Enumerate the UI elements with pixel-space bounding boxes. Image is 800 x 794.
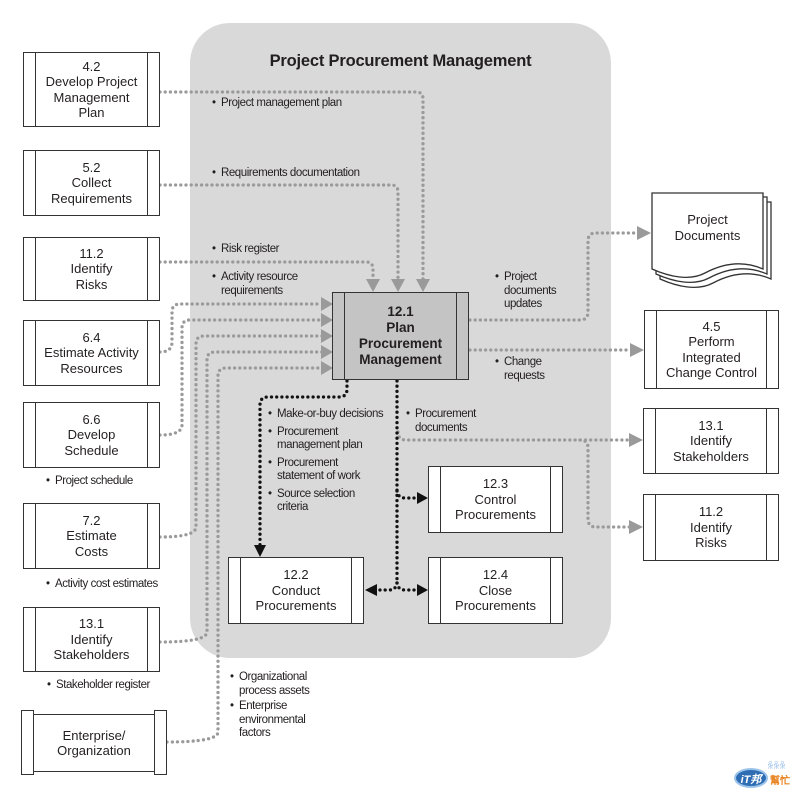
flow-enterprise-factors bbox=[165, 366, 324, 744]
process-estimate-activity-resources: 6.4 Estimate Activity Resources bbox=[23, 320, 160, 386]
process-label: 7.2 Estimate Costs bbox=[66, 512, 117, 559]
process-label: 6.6 Develop Schedule bbox=[64, 411, 119, 458]
flow-activity-cost-estimates bbox=[158, 334, 324, 539]
process-label: 5.2 Collect Requirements bbox=[51, 159, 132, 206]
process-label: 12.4 Close Procurements bbox=[455, 567, 536, 614]
process-label: 4.5 Perform Integrated Change Control bbox=[665, 318, 758, 381]
watermark-text: 幫忙 bbox=[770, 776, 790, 787]
label-requirements-documentation: Requirements documentation bbox=[212, 167, 360, 181]
process-develop-schedule: 6.6 Develop Schedule bbox=[23, 402, 160, 468]
label-source-selection-criteria: Source selection criteria bbox=[268, 488, 383, 515]
flow-to-control-procurements bbox=[395, 489, 419, 500]
process-conduct-procurements: 12.2 Conduct Procurements bbox=[228, 557, 364, 624]
flow-project-management-plan bbox=[158, 90, 425, 281]
arrow-change-requests bbox=[630, 343, 644, 357]
arrow-to-close-procurements bbox=[417, 584, 428, 596]
label-enterprise-environmental-factors: Enterprise environmental factors bbox=[230, 700, 309, 741]
label-project-schedule: Project schedule bbox=[46, 475, 133, 489]
label-organizational-process-assets: Organizational process assets bbox=[230, 671, 310, 698]
enterprise-label: Enterprise/ Organization bbox=[33, 714, 155, 772]
process-identify-stakeholders-input: 13.1 Identify Stakeholders bbox=[23, 607, 160, 672]
label-stakeholder-register: Stakeholder register bbox=[47, 679, 150, 693]
flow-project-documents-updates bbox=[468, 231, 640, 322]
flow-procurement-documents-risks bbox=[578, 438, 632, 529]
enterprise-right-cap bbox=[154, 710, 167, 775]
process-label: 11.2 Identify Risks bbox=[70, 245, 113, 292]
process-label: 4.2 Develop Project Management Plan bbox=[45, 58, 138, 121]
arrow-activity-resource-requirements bbox=[321, 297, 333, 311]
flow-to-close-procurements bbox=[395, 581, 419, 592]
outputs-to-conduct-list: Make-or-buy decisions Procurement manage… bbox=[268, 408, 384, 519]
process-label: 11.2 Identify Risks bbox=[690, 504, 732, 551]
arrow-project-management-plan bbox=[416, 279, 430, 292]
process-label: 12.3 Control Procurements bbox=[455, 476, 536, 523]
process-estimate-costs: 7.2 Estimate Costs bbox=[23, 503, 160, 569]
flow-stakeholder-register bbox=[158, 350, 324, 644]
arrow-project-documents-updates bbox=[637, 226, 651, 240]
process-label: 13.1 Identify Stakeholders bbox=[673, 417, 749, 464]
central-process-label: 12.1 Plan Procurement Management bbox=[358, 304, 443, 367]
process-collect-requirements: 5.2 Collect Requirements bbox=[23, 150, 160, 216]
label-risk-register: Risk register bbox=[212, 243, 280, 257]
label-procurement-management-plan: Procurement management plan bbox=[268, 426, 383, 453]
project-documents-label: Project Documents bbox=[674, 212, 741, 243]
flow-to-conduct-bidirectional bbox=[374, 581, 399, 592]
label-project-documents-updates: Project documents updates bbox=[495, 271, 557, 312]
process-identify-stakeholders-output: 13.1 Identify Stakeholders bbox=[643, 408, 779, 474]
arrow-requirements-documentation bbox=[391, 279, 405, 292]
process-control-procurements: 12.3 Control Procurements bbox=[428, 466, 563, 533]
watermark-oval: iT邦 bbox=[734, 768, 768, 788]
process-label: 6.4 Estimate Activity Resources bbox=[44, 329, 139, 376]
process-identify-risks-output: 11.2 Identify Risks bbox=[643, 494, 779, 561]
label-project-management-plan: Project management plan bbox=[212, 97, 342, 111]
label-procurement-documents: Procurement documents bbox=[406, 408, 476, 435]
flow-project-schedule bbox=[158, 318, 324, 437]
label-change-requests: Change requests bbox=[495, 356, 545, 383]
enterprise-inputs-list: Organizational process assets Enterprise… bbox=[230, 671, 310, 745]
central-process-plan-procurement-management: 12.1 Plan Procurement Management bbox=[332, 292, 469, 380]
people-icon: ꆜꆜꆜ bbox=[767, 761, 786, 771]
process-identify-risks-input: 11.2 Identify Risks bbox=[23, 237, 160, 301]
process-label: 13.1 Identify Stakeholders bbox=[53, 616, 130, 663]
arrow-to-control-procurements bbox=[417, 492, 428, 504]
enterprise-left-cap bbox=[21, 710, 34, 775]
diagram-title: Project Procurement Management bbox=[269, 52, 532, 70]
process-perform-integrated-change-control: 4.5 Perform Integrated Change Control bbox=[644, 310, 779, 389]
label-activity-cost-estimates: Activity cost estimates bbox=[46, 578, 158, 592]
arrow-project-schedule bbox=[321, 313, 333, 327]
flow-requirements-documentation bbox=[158, 183, 400, 281]
arrow-stakeholder-register bbox=[321, 345, 333, 359]
arrow-procurement-documents-stakeholders bbox=[629, 433, 643, 447]
arrow-procurement-documents-risks bbox=[629, 520, 643, 534]
arrow-risk-register bbox=[366, 279, 380, 292]
process-close-procurements: 12.4 Close Procurements bbox=[428, 557, 563, 624]
flow-risk-register bbox=[158, 260, 375, 281]
process-label: 12.2 Conduct Procurements bbox=[255, 567, 337, 614]
arrow-activity-cost-estimates bbox=[321, 329, 333, 343]
arrow-to-conduct-procurements bbox=[254, 545, 266, 557]
project-documents-icon bbox=[651, 192, 772, 289]
flow-to-conduct-procurements bbox=[258, 379, 349, 547]
label-procurement-statement-of-work: Procurement statement of work bbox=[268, 457, 383, 484]
label-activity-resource-requirements: Activity resource requirements bbox=[212, 271, 298, 298]
process-develop-project-management-plan: 4.2 Develop Project Management Plan bbox=[23, 52, 160, 127]
arrow-enterprise-factors bbox=[321, 361, 333, 375]
flow-activity-resource-requirements bbox=[158, 302, 324, 354]
arrow-to-conduct-left bbox=[365, 584, 377, 596]
watermark-logo: ꆜꆜꆜ iT邦 幫忙 bbox=[734, 758, 798, 790]
label-make-or-buy-decisions: Make-or-buy decisions bbox=[268, 408, 384, 422]
